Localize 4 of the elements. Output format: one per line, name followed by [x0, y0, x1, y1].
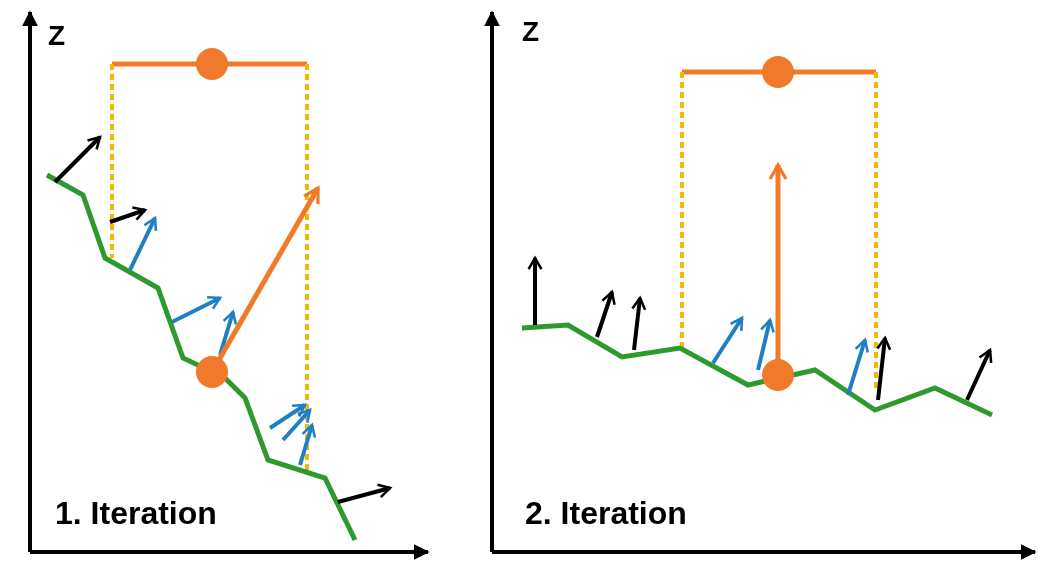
axis-label: Z: [522, 18, 540, 46]
axis-label: Z: [48, 22, 66, 50]
panel-title: 1. Iteration: [55, 497, 217, 529]
panel-title: 2. Iteration: [525, 497, 687, 529]
